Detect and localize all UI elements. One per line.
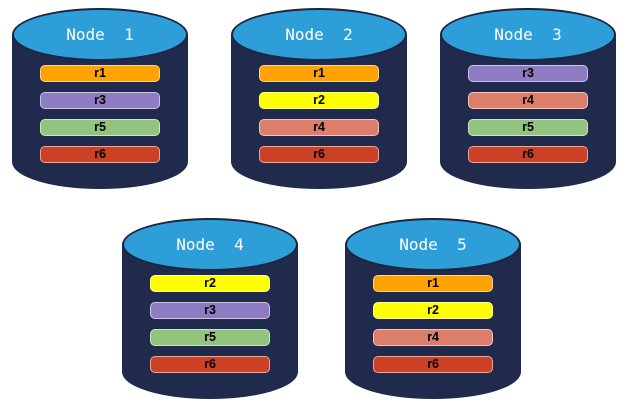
replica-list: r1 r2 r4 r6 [345, 275, 521, 383]
replica-label: r5 [94, 120, 106, 135]
node-title: Node 2 [285, 25, 353, 44]
replica-label: r5 [522, 120, 534, 135]
node-title: Node 4 [176, 235, 244, 254]
replica-label: r2 [313, 93, 325, 108]
replica-bar: r5 [150, 329, 270, 346]
replica-label: r3 [522, 66, 534, 81]
replica-bar: r3 [40, 92, 160, 109]
replica-label: r6 [204, 357, 216, 372]
replica-label: r4 [427, 330, 439, 345]
replica-label: r2 [204, 276, 216, 291]
replica-bar: r3 [150, 302, 270, 319]
replica-bar: r4 [468, 92, 588, 109]
replica-bar: r2 [150, 275, 270, 292]
replica-bar: r6 [468, 146, 588, 163]
replica-list: r1 r2 r4 r6 [231, 65, 407, 173]
replica-label: r5 [204, 330, 216, 345]
replica-bar: r1 [373, 275, 493, 292]
replica-bar: r2 [373, 302, 493, 319]
replica-bar: r5 [468, 119, 588, 136]
node-title: Node 1 [66, 25, 134, 44]
node-3: Node 3 r3 r4 r5 r6 [440, 8, 616, 189]
replica-label: r2 [427, 303, 439, 318]
replica-bar: r1 [40, 65, 160, 82]
replica-label: r4 [313, 120, 325, 135]
replica-label: r6 [94, 147, 106, 162]
replica-label: r6 [427, 357, 439, 372]
replica-list: r1 r3 r5 r6 [12, 65, 188, 173]
replica-label: r6 [313, 147, 325, 162]
replica-bar: r5 [40, 119, 160, 136]
node-top-ellipse [231, 8, 407, 61]
node-1: Node 1 r1 r3 r5 r6 [12, 8, 188, 189]
replica-bar: r2 [259, 92, 379, 109]
replica-bar: r6 [150, 356, 270, 373]
replica-label: r6 [522, 147, 534, 162]
node-2: Node 2 r1 r2 r4 r6 [231, 8, 407, 189]
node-top-ellipse [345, 218, 521, 271]
replica-label: r3 [204, 303, 216, 318]
replica-bar: r4 [259, 119, 379, 136]
node-title: Node 3 [494, 25, 562, 44]
replica-list: r3 r4 r5 r6 [440, 65, 616, 173]
replica-bar: r6 [40, 146, 160, 163]
replica-label: r1 [313, 66, 325, 81]
replica-bar: r4 [373, 329, 493, 346]
node-5: Node 5 r1 r2 r4 r6 [345, 218, 521, 399]
node-title: Node 5 [399, 235, 467, 254]
node-top-ellipse [122, 218, 298, 271]
replica-bar: r6 [373, 356, 493, 373]
replica-bar: r3 [468, 65, 588, 82]
replica-list: r2 r3 r5 r6 [122, 275, 298, 383]
node-top-ellipse [12, 8, 188, 61]
replica-bar: r6 [259, 146, 379, 163]
node-top-ellipse [440, 8, 616, 61]
replica-label: r3 [94, 93, 106, 108]
replica-label: r1 [94, 66, 106, 81]
replica-label: r1 [427, 276, 439, 291]
replica-label: r4 [522, 93, 534, 108]
replica-bar: r1 [259, 65, 379, 82]
node-4: Node 4 r2 r3 r5 r6 [122, 218, 298, 399]
